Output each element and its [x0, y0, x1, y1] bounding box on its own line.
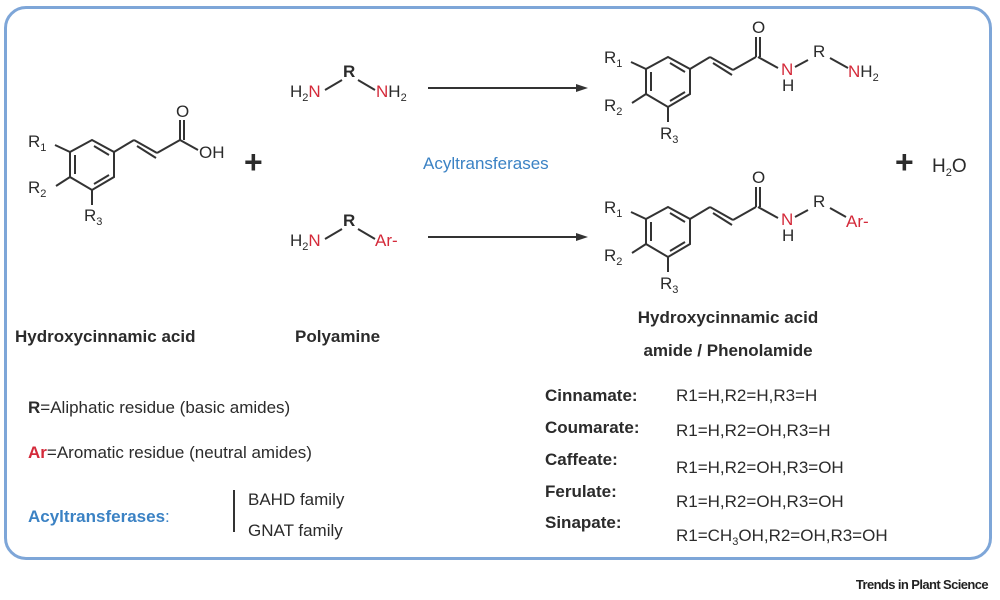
- acid-r2-label: R2: [28, 178, 47, 200]
- product-label-line2: amide / Phenolamide: [643, 341, 813, 360]
- legend-ar: Ar=Aromatic residue (neutral amides): [28, 443, 312, 462]
- product-top-r3: R3: [660, 124, 679, 146]
- acid-double-bond: [133, 139, 158, 154]
- polyamine-label: Polyamine: [295, 327, 381, 346]
- product-bottom-r1: R1: [604, 198, 623, 220]
- product-bottom-ar: Ar-: [846, 212, 869, 231]
- substituent-name: Caffeate:: [545, 450, 618, 469]
- substituent-value: R1=H,R2=OH,R3=OH: [676, 492, 844, 511]
- family-bahd: BAHD family: [248, 490, 345, 509]
- substituent-value: R1=H,R2=OH,R3=H: [676, 421, 831, 440]
- substituent-value: R1=H,R2=H,R3=H: [676, 386, 818, 405]
- hydroxycinnamic-acid-label: Hydroxycinnamic acid: [15, 327, 196, 346]
- acid-chain-bond: [113, 139, 135, 153]
- product-top-nh2: NH2: [848, 62, 879, 84]
- product-top-r: R: [813, 42, 826, 61]
- polyamine-aryl: H2N: [290, 231, 321, 253]
- water-label: H2O: [932, 156, 967, 179]
- polyamine-diamine: H2N: [290, 82, 321, 104]
- product-top-r1: R1: [604, 48, 623, 70]
- product-label-line1: Hydroxycinnamic acid: [637, 308, 819, 327]
- family-bracket: [233, 490, 235, 532]
- arrowhead-top: [576, 84, 588, 92]
- plus-sign-products: +: [895, 144, 914, 180]
- arrowhead-bottom: [576, 233, 588, 241]
- plus-sign-reactants: +: [244, 144, 263, 180]
- product-top-benzene-ring: [645, 55, 691, 109]
- substituent-name: Coumarate:: [545, 418, 640, 437]
- product-bottom-benzene-ring: [645, 205, 691, 259]
- product-bottom-r: R: [813, 192, 826, 211]
- legend-acyltransferases: Acyltransferases:: [28, 507, 170, 526]
- polyamine-r: R: [343, 62, 356, 81]
- acid-oh-label: OH: [199, 143, 225, 162]
- substituent-value: R1=H,R2=OH,R3=OH: [676, 458, 844, 477]
- legend-r: R=Aliphatic residue (basic amides): [28, 398, 291, 417]
- product-bottom-amide-h: H: [782, 226, 795, 245]
- polyamine-ar: Ar-: [375, 231, 398, 250]
- product-bottom-amide-n: N: [781, 210, 794, 229]
- product-bottom-o: O: [752, 168, 766, 187]
- substituent-name: Sinapate:: [545, 513, 622, 532]
- acid-r1-label: R1: [28, 132, 47, 154]
- family-gnat: GNAT family: [248, 521, 343, 540]
- substituent-value: R1=CH3OH,R2=OH,R3=OH: [676, 526, 888, 548]
- product-top-r2: R2: [604, 96, 623, 118]
- substituent-name: Ferulate:: [545, 482, 617, 501]
- product-bottom-r3: R3: [660, 274, 679, 296]
- substituent-name: Cinnamate:: [545, 386, 638, 405]
- polyamine-aryl-r: R: [343, 211, 356, 230]
- product-top-amide-n: N: [781, 60, 794, 79]
- acid-r3-label: R3: [84, 206, 103, 228]
- product-bottom-r2: R2: [604, 246, 623, 268]
- journal-credit: Trends in Plant Science: [855, 577, 989, 592]
- acid-benzene-ring: [69, 138, 115, 192]
- acid-carbonyl-o: O: [176, 102, 190, 121]
- product-top-amide-h: H: [782, 76, 795, 95]
- product-top-o: O: [752, 18, 766, 37]
- enzyme-label: Acyltransferases: [423, 154, 549, 173]
- figure-frame: [4, 6, 992, 560]
- polyamine-nh2: NH2: [376, 82, 407, 104]
